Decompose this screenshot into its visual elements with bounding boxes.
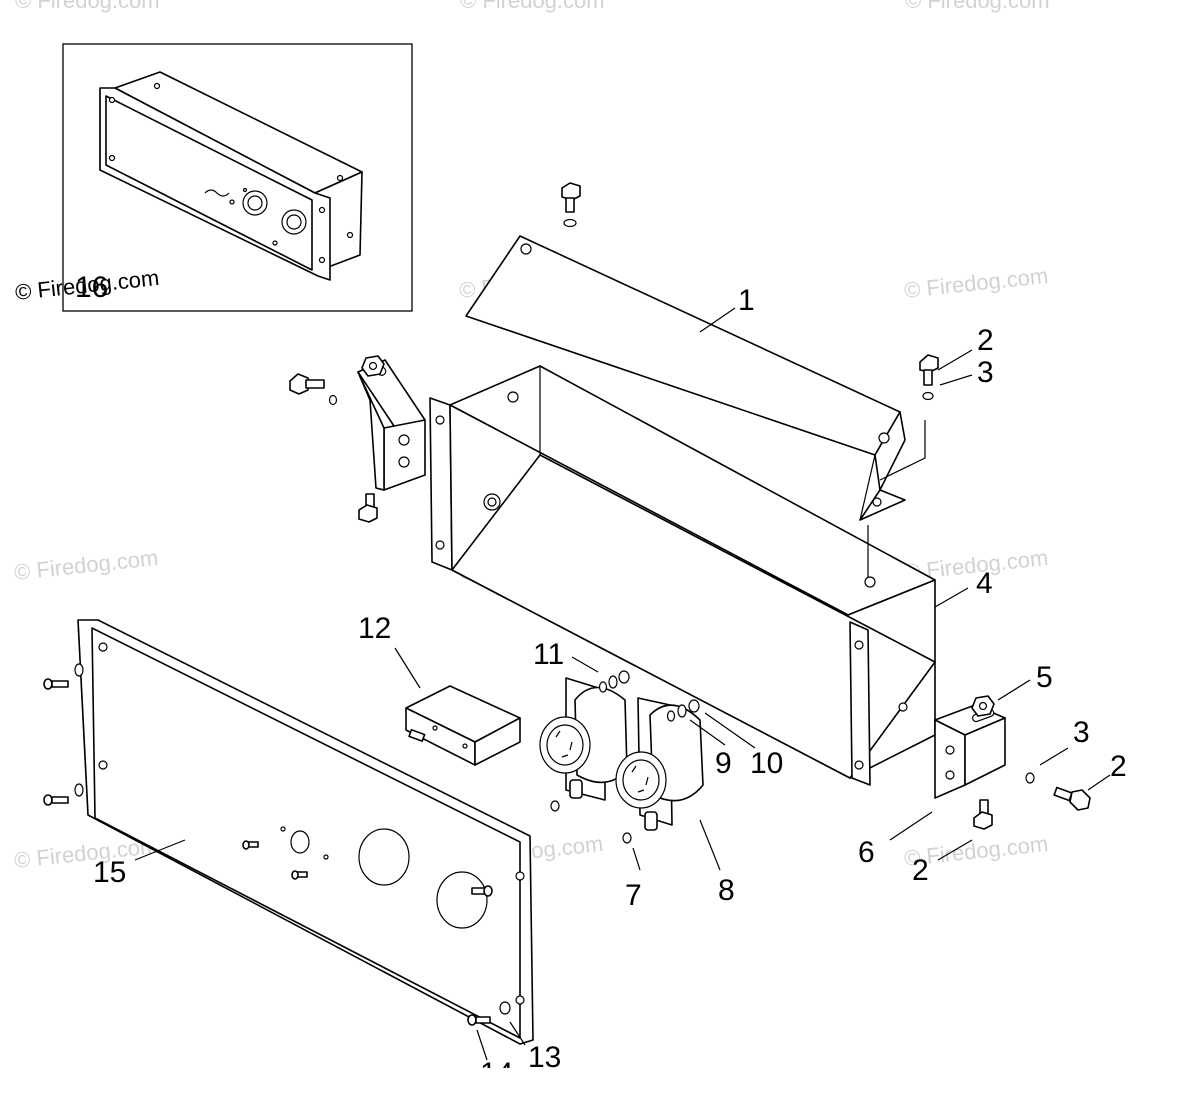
callout-3: 3 — [1073, 716, 1090, 749]
callout-10: 10 — [750, 747, 783, 780]
nut-icon — [971, 695, 995, 717]
inset-assembly-16: © Firedog.com — [14, 43, 413, 312]
callout-8: 8 — [718, 874, 735, 907]
watermark: © Firedog.com — [13, 545, 159, 585]
hardware-9-10-11 — [598, 670, 700, 722]
washer-icon — [328, 394, 338, 406]
bolt-icon — [289, 373, 325, 395]
washer-icon — [550, 800, 560, 812]
bolt-icon — [358, 493, 378, 523]
callout-3: 3 — [977, 356, 994, 389]
washer-icon — [622, 832, 632, 844]
callout-2: 2 — [977, 324, 994, 357]
callouts: 1 2 3 4 5 3 2 6 2 7 8 9 10 11 12 13 14 1… — [75, 271, 1127, 1090]
leader-lines — [134, 307, 1111, 1061]
callout-5: 5 — [1036, 661, 1053, 694]
callout-9: 9 — [715, 747, 732, 780]
callout-4: 4 — [976, 567, 993, 600]
watermark: © Firedog.com — [903, 263, 1049, 303]
screw-icon — [291, 870, 308, 880]
callout-2: 2 — [1110, 750, 1127, 783]
washer-icon — [499, 1001, 511, 1015]
watermark: © Firedog.com — [15, 0, 160, 13]
bolt-icon — [1053, 786, 1091, 811]
washer-icon — [1025, 772, 1035, 784]
part-8-outlet-a — [539, 677, 628, 801]
bolt-icon — [561, 182, 581, 228]
bolt-icon — [973, 799, 993, 830]
bolt-icon — [919, 354, 939, 401]
watermark: © Firedog.com — [905, 0, 1050, 13]
nut-icon — [361, 355, 385, 377]
part-4-control-box — [429, 365, 936, 786]
washer-icon — [74, 663, 84, 677]
callout-2: 2 — [912, 854, 929, 887]
screw-icon — [43, 794, 69, 806]
screw-icon — [242, 840, 259, 850]
part-1-top-cover — [465, 182, 906, 521]
part-8-outlet-b — [615, 697, 704, 831]
part-15-front-panel — [43, 619, 534, 1045]
callout-16: 16 — [75, 271, 108, 304]
callout-6: 6 — [858, 836, 875, 869]
callout-15: 15 — [93, 856, 126, 889]
callout-7: 7 — [625, 879, 642, 912]
screw-icon — [467, 1014, 491, 1026]
part-12-breaker — [405, 685, 521, 766]
callout-12: 12 — [358, 612, 391, 645]
washer-icon — [74, 783, 84, 797]
watermark: © Firedog.com — [460, 0, 605, 13]
callout-1: 1 — [738, 284, 755, 317]
left-bracket-assembly — [289, 355, 426, 523]
screw-icon — [43, 678, 69, 690]
callout-11: 11 — [533, 638, 564, 671]
part-6-right-bracket — [934, 704, 1006, 799]
screw-icon — [471, 885, 493, 897]
